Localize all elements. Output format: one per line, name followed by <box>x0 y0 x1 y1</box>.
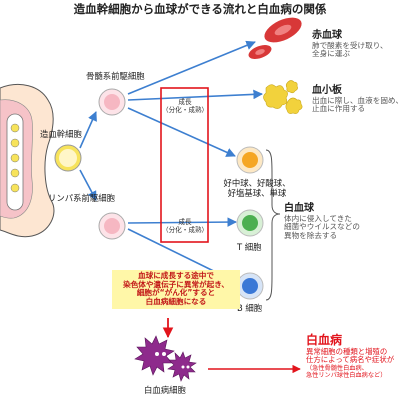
label-leukemia-cell: 白血病細胞 <box>144 385 186 395</box>
group-rbc: 赤血球 肺で酸素を受け取り、 全身に運ぶ <box>312 30 388 59</box>
wbc-title: 白血球 <box>284 203 314 214</box>
myeloid-progenitor-icon <box>98 88 126 116</box>
arrow-to-granulocyte <box>127 107 236 157</box>
platelet-title: 血小板 <box>312 85 342 96</box>
arrow-stem-to-myeloid <box>79 111 97 149</box>
mutation-warning: 血球に成長する途中で 染色体や遺伝子に異常が起き、 細胞が“がん化”すると 白血… <box>112 270 240 309</box>
wbc-bracket <box>265 149 281 301</box>
label-myeloid-progenitor: 骨髄系前駆細胞 <box>86 71 145 81</box>
label-lymphoid-progenitor: リンパ系前駆細胞 <box>48 193 115 203</box>
growth-label-upper: 成長 （分化・成熟） <box>162 98 209 114</box>
growth-label-lower: 成長 （分化・成熟） <box>162 218 209 234</box>
group-leukemia: 白血病 異常細胞の種類と増殖の 仕方によって病名や症状が （急性骨髄性白血病、 … <box>306 333 395 379</box>
growth-red-box <box>160 87 209 243</box>
bone-marrow-illustration <box>0 84 55 238</box>
leukemia-cell-icon <box>134 335 197 382</box>
lymphoid-progenitor-icon <box>98 212 126 240</box>
rbc-title: 赤血球 <box>312 30 342 41</box>
label-granulocyte: 好中球、好酸球、 好塩基球、単球 <box>223 178 291 198</box>
granulocyte-icon <box>236 146 264 174</box>
platelet-icon <box>263 80 303 114</box>
label-b-cell: B 細胞 <box>237 303 263 313</box>
label-stem-cell: 造血幹細胞 <box>40 129 82 139</box>
red-blood-cell-icon <box>248 17 302 59</box>
arrow-to-rbc <box>127 40 256 95</box>
leukemia-title: 白血病 <box>306 333 343 347</box>
group-wbc: 白血球 体内に侵入してきた 細菌やウイルスなどの 異物を除去する <box>284 203 360 240</box>
t-cell-icon <box>236 209 264 237</box>
arrow-to-platelet <box>127 89 263 101</box>
b-cell-icon <box>236 272 264 300</box>
label-t-cell: T 細胞 <box>237 242 262 252</box>
group-platelet: 血小板 出血に際し、血液を固め、 止血に作用する <box>312 85 400 114</box>
arrow-to-tcell <box>127 217 237 227</box>
arrow-stem-to-lymphoid <box>79 169 97 201</box>
page-title: 造血幹細胞から血球ができる流れと白血病の関係 <box>73 2 327 16</box>
